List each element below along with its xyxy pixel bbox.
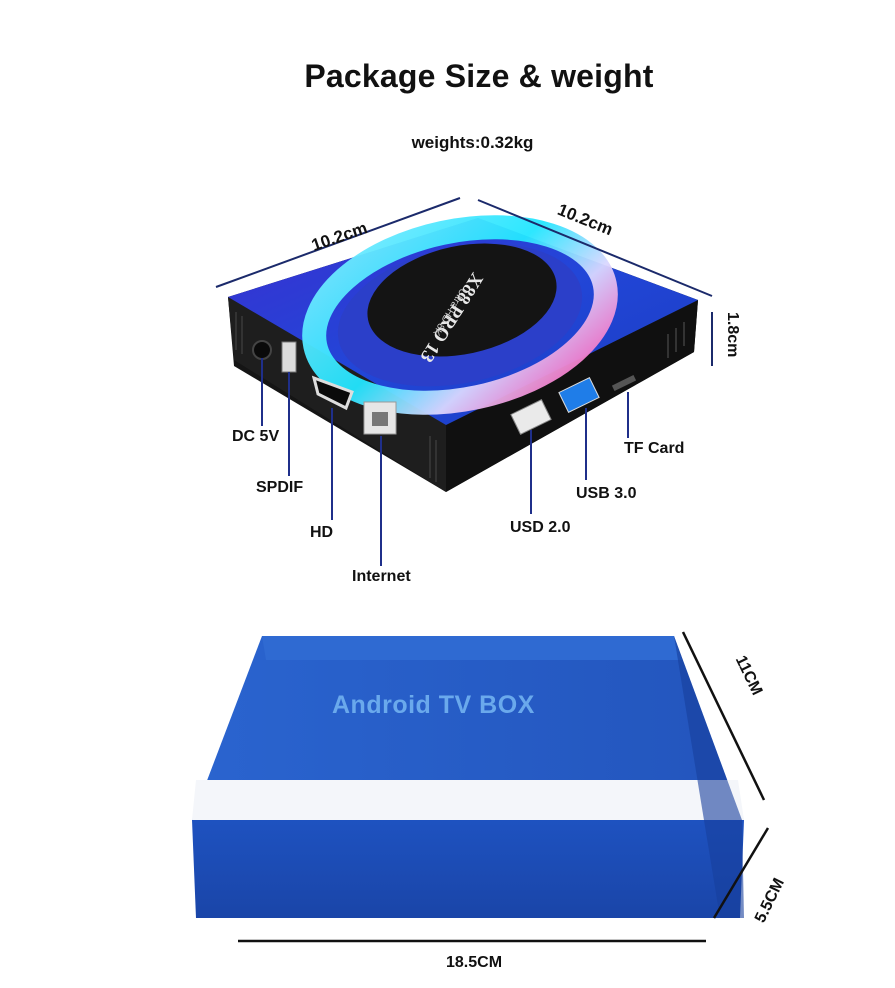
box-front — [192, 820, 744, 918]
page-title: Package Size & weight — [304, 58, 654, 94]
usb3-port — [558, 376, 600, 414]
dc-port — [252, 340, 272, 360]
port-label-hd: HD — [310, 524, 334, 541]
weight-label: weights:0.32kg — [411, 133, 534, 152]
device-height-label: 1.8cm — [724, 312, 741, 358]
device-vents — [235, 312, 685, 482]
device-dimension-lines — [215, 197, 713, 366]
retail-box — [192, 636, 744, 918]
box-length-label: 18.5CM — [446, 954, 503, 971]
spdif-port — [281, 341, 297, 373]
port-label-internet: Internet — [352, 568, 411, 585]
hd-port — [311, 375, 354, 411]
light-ring — [302, 215, 618, 415]
port-label-dc: DC 5V — [232, 428, 280, 445]
tv-box-device — [228, 215, 698, 566]
box-white-stripe — [192, 780, 744, 820]
center-disc — [367, 243, 557, 357]
box-brand-label: Android TV BOX — [332, 691, 535, 719]
tf-port — [611, 375, 637, 391]
port-label-tf: TF Card — [624, 440, 685, 457]
box-dimension-lines — [238, 631, 770, 943]
port-label-usb3: USB 3.0 — [576, 485, 637, 502]
box-top — [192, 636, 742, 820]
port-leader-lines — [261, 358, 629, 566]
port-label-spdif: SPDIF — [256, 479, 304, 496]
usb2-port — [510, 398, 552, 436]
port-label-usb2: USD 2.0 — [510, 519, 571, 536]
